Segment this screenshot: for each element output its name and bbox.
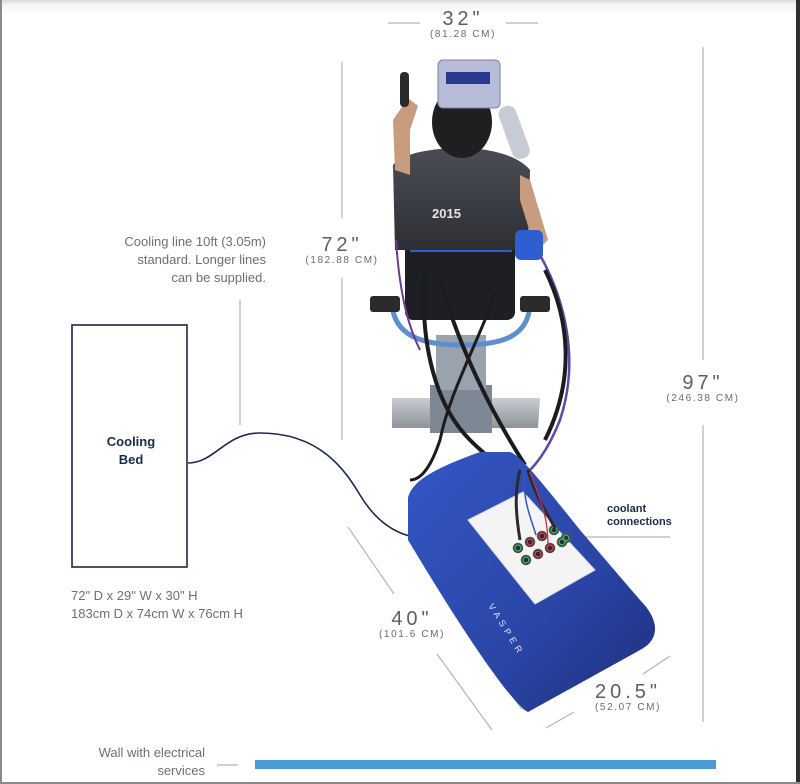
coolant-connections-label: coolant connections <box>607 503 687 529</box>
seat-height-inches: 72" <box>321 234 363 256</box>
total-height-cm: (246.38 CM) <box>666 393 740 404</box>
cooling-line <box>187 432 421 539</box>
seat-height-cm: (182.88 CM) <box>305 255 379 266</box>
width-inches: 32" <box>442 8 484 30</box>
wall-label-line1: Wall with electrical <box>98 745 205 760</box>
cooling-bed-size: 72" D x 29" W x 30" H 183cm D x 74cm W x… <box>71 587 311 623</box>
cooling-bed-label-line1: Cooling <box>106 434 156 449</box>
wall-bar <box>255 760 716 769</box>
cooling-bed-label: Cooling Bed <box>72 433 190 469</box>
dimension-unit-length-label: 40" (101.6 CM) <box>370 609 454 641</box>
right-border <box>796 0 800 784</box>
wall-label: Wall with electrical services <box>60 744 205 780</box>
dimension-lines <box>217 22 704 766</box>
cooling-line-note-line1: Cooling line 10ft (3.05m) <box>124 234 266 249</box>
unit-length-cm: (101.6 CM) <box>378 629 445 640</box>
dimension-total-height-label: 97" (246.38 CM) <box>658 373 748 405</box>
wall-label-line2: services <box>157 763 205 778</box>
cooling-bed-size-metric: 183cm D x 74cm W x 76cm H <box>71 606 243 621</box>
vasper-machine-photo: 2015 <box>370 59 571 482</box>
cooling-line-note: Cooling line 10ft (3.05m) standard. Long… <box>100 233 266 287</box>
coolant-label-line2: connections <box>607 516 672 528</box>
total-height-inches: 97" <box>682 372 724 394</box>
dimension-unit-width-label: 20.5" (52.07 CM) <box>586 682 670 714</box>
cooling-line-note-line2: standard. Longer lines <box>137 252 266 267</box>
cooling-bed-size-imperial: 72" D x 29" W x 30" H <box>71 588 198 603</box>
cooling-line-note-line3: can be supplied. <box>171 270 266 285</box>
unit-width-inches: 20.5" <box>594 681 662 703</box>
unit-width-cm: (52.07 CM) <box>594 702 661 713</box>
vasper-cooling-unit <box>408 452 655 712</box>
width-cm: (81.28 CM) <box>429 29 496 40</box>
bottom-border <box>0 782 800 784</box>
coolant-label-line1: coolant <box>607 503 647 515</box>
svg-text:2015: 2015 <box>432 206 461 221</box>
left-border <box>0 0 2 784</box>
dimension-width-label: 32" (81.28 CM) <box>420 9 506 41</box>
unit-length-inches: 40" <box>391 608 433 630</box>
cooling-bed-box <box>71 324 188 568</box>
cooling-bed-label-line2: Bed <box>118 452 144 467</box>
top-shadow <box>0 0 800 16</box>
dimension-seat-height-label: 72" (182.88 CM) <box>298 235 386 267</box>
